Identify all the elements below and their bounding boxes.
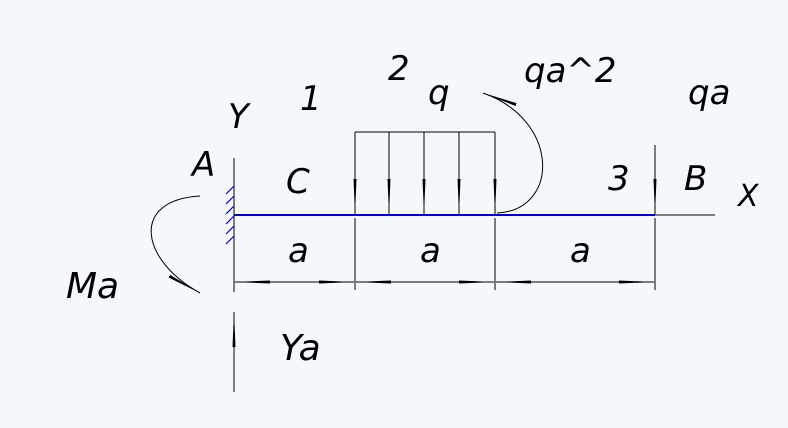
moment-ma-arrow [150, 195, 201, 294]
label-qa2: qa^2 [524, 51, 617, 91]
label-b-point: B [684, 159, 707, 199]
dimension-lines [234, 218, 656, 290]
label-point-1: 1 [300, 79, 322, 119]
label-dimension-a-3: a [570, 231, 591, 271]
label-qa: qa [688, 73, 730, 113]
support-hatch [225, 185, 235, 245]
label-dimension-a-2: a [420, 231, 441, 271]
moment-qa2-arrow [482, 92, 543, 214]
label-q: q [428, 73, 450, 113]
label-ya: Ya [280, 328, 321, 369]
label-point-3: 3 [608, 159, 630, 199]
label-x-axis: X [736, 179, 760, 214]
label-y-axis: Y [228, 97, 251, 137]
label-ma: Ma [66, 266, 119, 307]
label-dimension-a-1: a [288, 231, 309, 271]
distributed-load-q [353, 131, 497, 215]
label-point-2: 2 [388, 49, 410, 89]
label-a-point: A [190, 145, 215, 185]
label-point-c: C [286, 162, 310, 202]
